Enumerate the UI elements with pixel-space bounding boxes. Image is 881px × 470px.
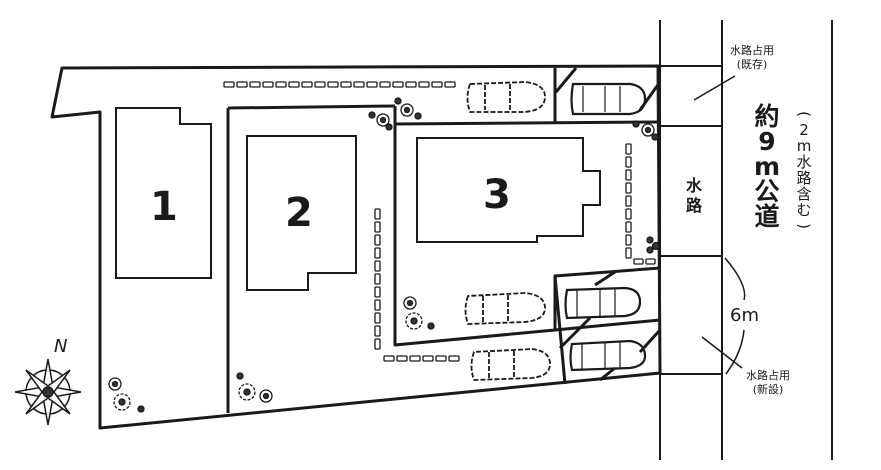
existing-occupancy-label: 水路占用 (既存) xyxy=(730,44,774,71)
lot-1-label: 1 xyxy=(150,184,178,230)
tree-cluster-lot3-top xyxy=(394,97,422,120)
car-dashed-mid xyxy=(464,292,546,325)
car-solid-top xyxy=(554,67,662,116)
fence-left-column xyxy=(374,208,381,350)
lot3-boundary xyxy=(393,106,661,347)
parking-divider-mid xyxy=(554,318,661,332)
car-dashed-top xyxy=(466,81,546,113)
compass-rose xyxy=(14,358,82,426)
car-solid-mid xyxy=(558,270,642,350)
building-2 xyxy=(246,135,357,291)
road-label: 約 9 m 公 道 xyxy=(753,102,781,231)
lot-2-label: 2 xyxy=(285,190,313,236)
parking-divider-left xyxy=(553,275,567,385)
tree-cluster-lot3-right xyxy=(646,236,661,254)
car-dashed-bottom xyxy=(470,348,551,381)
fence-bottom-row xyxy=(383,355,460,362)
tree-cluster-lot2-top xyxy=(368,111,393,131)
car-solid-bottom xyxy=(569,328,662,382)
site-boundary xyxy=(50,64,662,430)
fence-right-column xyxy=(625,143,656,265)
lot2-top-boundary xyxy=(227,104,396,110)
tree-cluster-lot2 xyxy=(236,372,273,403)
fence-top-row xyxy=(223,81,456,88)
lot-3-label: 3 xyxy=(483,172,511,218)
entrance-width-label: 6m xyxy=(730,305,759,326)
lot3-top-boundary xyxy=(394,120,659,126)
building-1 xyxy=(115,107,212,279)
new-occupancy-label: 水路占用 (新設) xyxy=(746,369,790,396)
tree-cluster-lot3-bottom xyxy=(403,296,435,330)
building-3 xyxy=(416,137,601,243)
north-label: N xyxy=(54,336,68,357)
tree-cluster-lot1 xyxy=(108,377,145,413)
waterway-label: 水 路 xyxy=(685,176,702,215)
tree-cluster-lot3-corner xyxy=(632,120,659,141)
road-note: ( 2 m 水 路 含 む ) xyxy=(795,111,813,229)
